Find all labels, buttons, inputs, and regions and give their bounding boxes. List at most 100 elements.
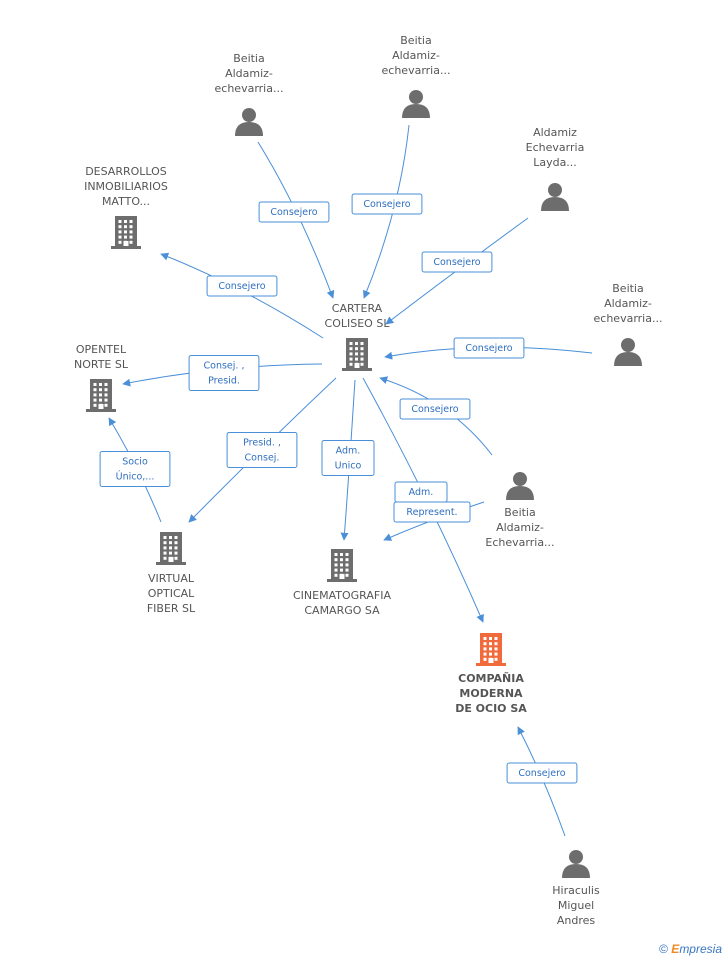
node-label: NORTE SL: [74, 358, 129, 371]
node-label: MODERNA: [459, 687, 523, 700]
edge-e6: Consejero: [160, 252, 324, 339]
node-label: OPENTEL: [76, 343, 127, 356]
node-c_cinematografia[interactable]: CINEMATOGRAFIA CAMARGO SA: [293, 549, 391, 617]
edge-label: Consejero: [518, 768, 565, 779]
node-label: Beitia: [233, 52, 264, 65]
copyright-symbol: ©: [659, 942, 668, 956]
node-label: Aldamiz-: [496, 521, 544, 534]
edge-label: Consejero: [433, 257, 480, 268]
node-label: CINEMATOGRAFIA: [293, 589, 391, 602]
node-label: Andres: [557, 914, 596, 927]
node-label: COMPAÑIA: [458, 672, 524, 685]
building-icon: [327, 549, 357, 582]
edge-label-box[interactable]: [393, 501, 471, 523]
edge-label-box[interactable]: [258, 201, 330, 223]
building-icon: [156, 532, 186, 565]
building-icon: [111, 216, 141, 249]
brand-logo: Empresia: [671, 942, 722, 956]
edge-label-box[interactable]: [206, 275, 278, 297]
edge-label-box[interactable]: [506, 762, 578, 784]
node-p_beitia4[interactable]: BeitiaAldamiz-Echevarria...: [485, 472, 555, 549]
node-label: Hiraculis: [552, 884, 600, 897]
edge-e12: SocioÚnico,...: [99, 417, 171, 523]
edge-label-box[interactable]: [351, 193, 423, 215]
node-p_beitia3[interactable]: BeitiaAldamiz-echevarria...: [594, 282, 663, 366]
edge-label-box[interactable]: [399, 398, 471, 420]
node-c_opentel[interactable]: OPENTEL NORTE SL: [74, 343, 129, 412]
node-label: echevarria...: [382, 64, 451, 77]
node-label: Beitia: [400, 34, 431, 47]
node-c_compania[interactable]: COMPAÑIA MODERNA DE OCIO SA: [455, 633, 527, 715]
edge-label: Represent.: [406, 507, 457, 518]
node-label: Beitia: [504, 506, 535, 519]
brand-name: mpresia: [679, 942, 722, 956]
edge-label: Consej. ,: [204, 361, 245, 372]
edge-e5: Consejero: [379, 376, 493, 456]
edge-label-box[interactable]: [188, 355, 260, 391]
edge-e2: Consejero: [351, 124, 423, 299]
edge-label: Consejero: [465, 343, 512, 354]
node-label: Aldamiz-: [225, 67, 273, 80]
edge-label: Consejero: [363, 199, 410, 210]
building-icon: [342, 338, 372, 371]
node-p_beitia1[interactable]: BeitiaAldamiz-echevarria...: [215, 52, 284, 136]
building-icon: [476, 633, 506, 666]
node-label: Aldamiz-: [392, 49, 440, 62]
edge-label-box[interactable]: [421, 251, 493, 273]
node-label: FIBER SL: [147, 602, 196, 615]
node-c_virtual[interactable]: VIRTUAL OPTICAL FIBER SL: [147, 532, 196, 615]
edge-label: Consejero: [218, 281, 265, 292]
node-label: Layda...: [533, 156, 577, 169]
edge-e10: Adm.: [362, 377, 484, 623]
edges-layer: ConsejeroConsejeroConsejeroConsejeroCons…: [99, 124, 593, 837]
edge-label-box[interactable]: [226, 432, 298, 468]
edge-label-box[interactable]: [453, 337, 525, 359]
edge-e13: Consejero: [506, 726, 578, 837]
building-icon: [86, 379, 116, 412]
edge-line: [385, 217, 529, 325]
edge-label: Presid.: [208, 376, 240, 387]
edge-e7: Consej. , Presid.: [122, 355, 323, 391]
edge-label: Presid. ,: [243, 438, 281, 449]
node-p_aldamiz[interactable]: AldamizEchevarriaLayda...: [526, 126, 585, 211]
person-icon: [506, 472, 534, 500]
edge-e11: Represent.: [383, 501, 485, 541]
node-label: Aldamiz-: [604, 297, 652, 310]
node-label: DE OCIO SA: [455, 702, 527, 715]
person-icon: [562, 850, 590, 878]
person-icon: [541, 183, 569, 211]
footer-brand: © Empresia: [659, 942, 722, 956]
node-label: Aldamiz: [533, 126, 577, 139]
person-icon: [402, 90, 430, 118]
node-label: COLISEO SL: [325, 317, 391, 330]
edge-e3: Consejero: [385, 217, 529, 325]
node-label: CAMARGO SA: [304, 604, 380, 617]
edge-label: Socio: [122, 457, 148, 468]
edge-e4: Consejero: [384, 337, 593, 360]
node-label: DESARROLLOS: [85, 165, 167, 178]
node-c_desarrollos[interactable]: DESARROLLOSINMOBILIARIOSMATTO...: [84, 165, 168, 249]
edge-e8: Presid. , Consej.: [188, 377, 337, 523]
node-label: VIRTUAL: [148, 572, 195, 585]
node-label: Echevarria: [526, 141, 585, 154]
edge-label-box[interactable]: [321, 440, 375, 476]
node-p_beitia2[interactable]: BeitiaAldamiz-echevarria...: [382, 34, 451, 118]
brand-initial: E: [671, 942, 680, 956]
edge-label: Consej.: [245, 453, 280, 464]
edge-label: Consejero: [411, 404, 458, 415]
node-label: echevarria...: [215, 82, 284, 95]
edge-label: Adm.: [336, 446, 361, 457]
nodes-layer: BeitiaAldamiz-echevarria...BeitiaAldamiz…: [74, 34, 662, 927]
edge-e1: Consejero: [257, 141, 335, 299]
edge-label: Único,...: [116, 471, 155, 483]
edge-label: Adm.: [409, 487, 434, 498]
node-label: INMOBILIARIOS: [84, 180, 168, 193]
node-label: OPTICAL: [148, 587, 195, 600]
edge-e9: Adm.Unico: [321, 379, 375, 541]
node-label: echevarria...: [594, 312, 663, 325]
person-icon: [614, 338, 642, 366]
edge-label-box[interactable]: [99, 451, 171, 487]
